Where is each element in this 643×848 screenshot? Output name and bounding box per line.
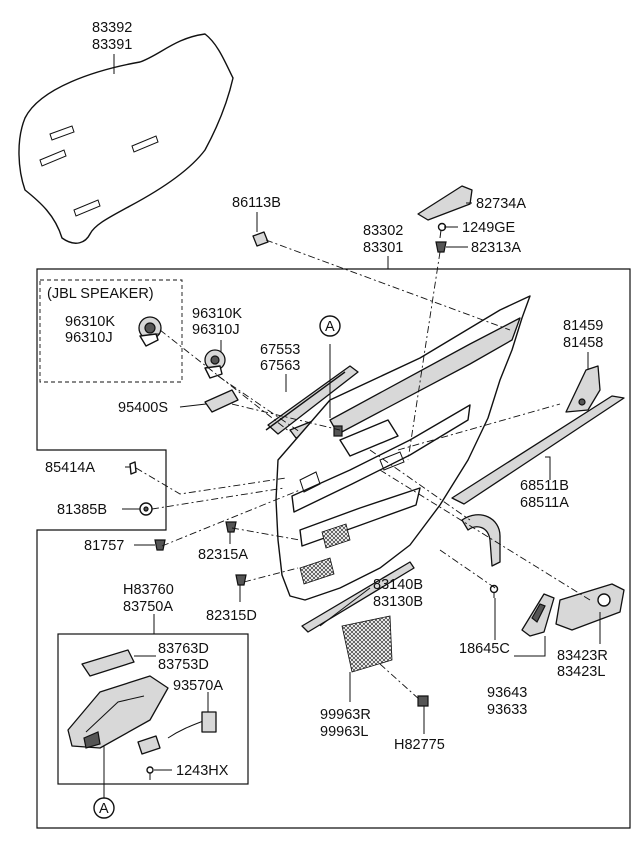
label-81459: 81459 (563, 318, 603, 334)
clip-H82775 (417, 695, 429, 707)
leader-lines (103, 54, 601, 798)
clip-85414A (129, 461, 137, 475)
label-83753D: 83753D (158, 657, 209, 673)
label-85414A: 85414A (45, 460, 95, 476)
bezel-83763D (81, 649, 135, 677)
switch-housing-box (57, 633, 249, 785)
label-99963L: 99963L (320, 724, 368, 740)
label-H83760: H83760 (123, 582, 174, 598)
label-83763D: 83763D (158, 641, 209, 657)
label-96310K-jbl: 96310K (65, 314, 115, 330)
label-83130B: 83130B (373, 594, 423, 610)
label-67553: 67553 (260, 342, 300, 358)
label-83423R: 83423R (557, 648, 608, 664)
grommet-81385B (139, 502, 153, 516)
pull-handle (461, 514, 501, 567)
label-jbl-speaker: (JBL SPEAKER) (47, 286, 154, 302)
screw-1243HX (146, 766, 154, 780)
label-81757: 81757 (84, 538, 124, 554)
label-68511A: 68511A (520, 495, 569, 511)
fastener-82315A (225, 521, 237, 533)
label-96310J-jbl: 96310J (65, 330, 113, 346)
label-67563: 67563 (260, 358, 300, 374)
door-trim-panel (275, 295, 531, 601)
label-93633: 93633 (487, 702, 527, 718)
label-96310J: 96310J (192, 322, 240, 338)
assembly-center-lines (103, 239, 591, 798)
reference-marker-a-top: A (319, 315, 341, 337)
label-82315A: 82315A (198, 547, 248, 563)
label-82734A: 82734A (476, 196, 526, 212)
label-83391: 83391 (92, 37, 132, 53)
label-68511B: 68511B (520, 478, 569, 494)
label-83392: 83392 (92, 20, 132, 36)
label-82315D: 82315D (206, 608, 257, 624)
tweeter-speaker (204, 349, 226, 379)
label-83302: 83302 (363, 223, 403, 239)
reference-marker-a-bottom: A (93, 797, 115, 819)
label-83423L: 83423L (557, 664, 605, 680)
label-83301: 83301 (363, 240, 403, 256)
jbl-speaker (138, 316, 162, 347)
map-pocket-99963 (341, 615, 393, 673)
label-H82775: H82775 (394, 737, 445, 753)
sensor-95400S (204, 389, 239, 413)
label-82313A: 82313A (471, 240, 521, 256)
label-1249GE: 1249GE (462, 220, 516, 236)
label-96310K: 96310K (192, 306, 242, 322)
garnish-strip-68511 (451, 395, 625, 505)
label-93643: 93643 (487, 685, 527, 701)
label-83140B: 83140B (373, 577, 423, 593)
svg-text:A: A (325, 319, 335, 335)
door-waterproof-film (18, 33, 234, 244)
label-99963R: 99963R (320, 707, 371, 723)
wiring-93570A (137, 711, 217, 755)
label-86113B: 86113B (232, 195, 281, 211)
label-81385B: 81385B (57, 502, 107, 518)
label-83750A: 83750A (123, 599, 173, 615)
assembly-frame (36, 268, 631, 829)
svg-text:A: A (99, 801, 109, 817)
switch-bezel-83423 (555, 583, 625, 631)
cap-82313A (435, 241, 447, 253)
jbl-speaker-box (39, 279, 183, 383)
grip-cover-82734A (417, 185, 473, 221)
switch-housing-83750A (67, 675, 169, 749)
pin-81757 (154, 539, 166, 551)
pad-86113B (252, 231, 269, 247)
label-18645C: 18645C (459, 641, 510, 657)
switch-button (531, 603, 546, 623)
label-95400S: 95400S (118, 400, 168, 416)
label-1243HX: 1243HX (176, 763, 229, 779)
screw-1249GE (437, 222, 447, 239)
bracket-81459 (565, 365, 601, 413)
label-81458: 81458 (563, 335, 603, 351)
bulb-18645C (489, 584, 499, 598)
label-93570A: 93570A (173, 678, 223, 694)
fastener-82315D (235, 574, 247, 586)
bracket-hole (578, 398, 586, 406)
